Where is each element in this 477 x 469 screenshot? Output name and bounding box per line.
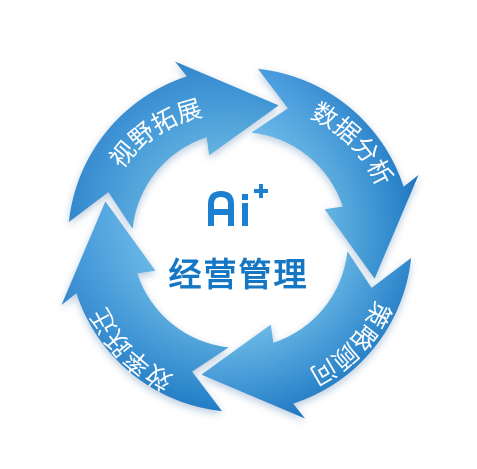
arrow-efficiency-shade [61,201,229,412]
arrow-strategy-shade [201,251,412,419]
arrow-data-shade [251,68,419,279]
arrow-vision-shade [68,61,279,229]
center-title: 经营管理 [168,255,309,294]
ai-plus-logo-icon [208,184,268,226]
